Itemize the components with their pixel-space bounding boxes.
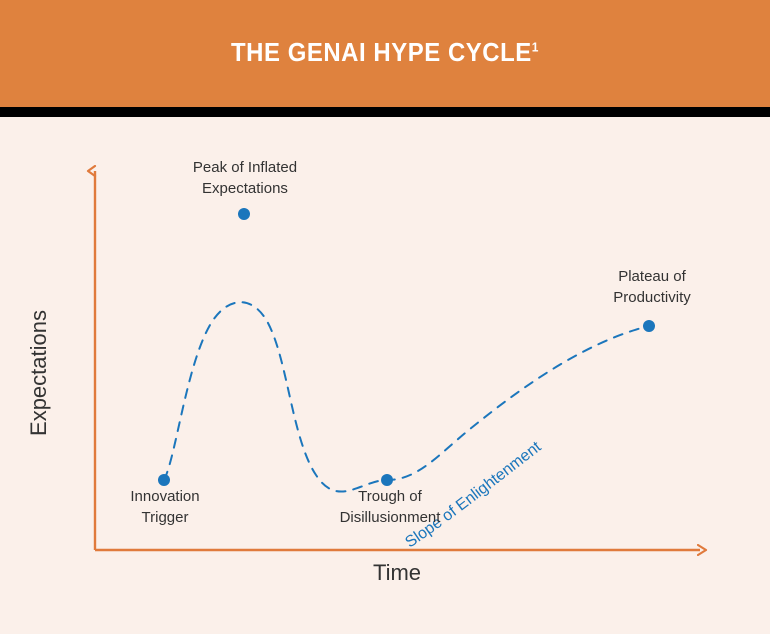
label-trough-line-2: Disillusionment [339, 509, 441, 526]
marker-plateau-of-productivity[interactable] [643, 320, 655, 332]
label-trigger-line-2: Trigger [141, 509, 189, 526]
label-trough-line-1: Trough of [358, 488, 422, 505]
label-innovation-trigger: Innovation Trigger [100, 486, 230, 528]
marker-trough-of-disillusionment[interactable] [381, 474, 393, 486]
y-axis-title: Expectations [26, 310, 51, 436]
label-peak-line-1: Peak of Inflated [192, 159, 298, 176]
header-band [0, 0, 770, 107]
x-axis-title: Time [372, 560, 422, 585]
header-divider [0, 107, 770, 117]
page-title-footnote-marker: 1 [531, 39, 539, 55]
label-plateau-of-productivity: Plateau of Productivity [582, 266, 722, 308]
chart-canvas: Slope of Enlightenment Expectations Time… [0, 117, 770, 634]
page-title-text: THE GENAI HYPE CYCLE [231, 37, 532, 67]
label-plateau-line-1: Plateau of [618, 268, 686, 285]
label-peak-of-inflated-expectations: Peak of Inflated Expectations [174, 157, 316, 199]
hype-cycle-chart: Slope of Enlightenment [0, 117, 770, 634]
label-peak-line-2: Expectations [202, 180, 288, 197]
hype-cycle-curve [163, 301, 650, 493]
label-trough-of-disillusionment: Trough of Disillusionment [322, 486, 458, 528]
marker-innovation-trigger[interactable] [158, 474, 170, 486]
marker-peak-of-inflated-expectations[interactable] [238, 208, 250, 220]
page-title: THE GENAI HYPE CYCLE1 [31, 37, 739, 68]
label-trigger-line-1: Innovation [130, 488, 200, 505]
label-plateau-line-2: Productivity [613, 289, 691, 306]
